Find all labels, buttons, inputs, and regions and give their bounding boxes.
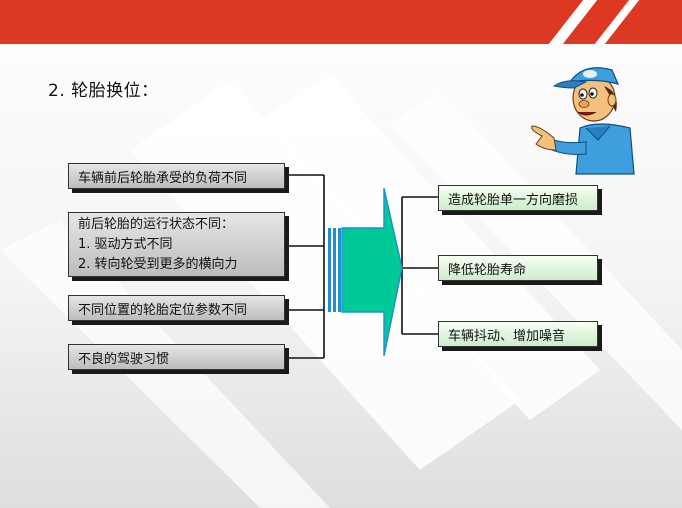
page-title: 2. 轮胎换位： [48, 81, 159, 101]
cause-sub-label: 2. 转向轮受到更多的横向力 [78, 256, 238, 272]
arrow-stripes [328, 228, 341, 312]
mechanic-mascot-icon [531, 67, 635, 175]
effect-box-reduced-life: 降低轮胎寿命 [438, 255, 598, 281]
effect-box-uneven-wear: 造成轮胎单一方向磨损 [438, 185, 598, 211]
effect-label: 造成轮胎单一方向磨损 [448, 192, 579, 208]
effect-label: 车辆抖动、增加噪音 [448, 328, 566, 344]
cause-label: 不良的驾驶习惯 [78, 351, 170, 367]
cause-box-load: 车辆前后轮胎承受的负荷不同 [68, 163, 285, 189]
header-bar [0, 0, 682, 44]
right-arrow [341, 187, 403, 357]
cause-label: 不同位置的轮胎定位参数不同 [78, 302, 248, 318]
effect-label: 降低轮胎寿命 [448, 262, 527, 278]
cause-sub-label: 1. 驱动方式不同 [78, 236, 173, 252]
effect-box-vibration-noise: 车辆抖动、增加噪音 [438, 321, 598, 347]
cause-label: 车辆前后轮胎承受的负荷不同 [78, 170, 248, 186]
cause-label: 前后轮胎的运行状态不同： [78, 216, 235, 232]
cause-box-driving-habits: 不良的驾驶习惯 [68, 344, 285, 370]
cause-box-operating-state: 前后轮胎的运行状态不同： 1. 驱动方式不同 2. 转向轮受到更多的横向力 [68, 212, 285, 277]
cause-box-alignment: 不同位置的轮胎定位参数不同 [68, 295, 285, 321]
